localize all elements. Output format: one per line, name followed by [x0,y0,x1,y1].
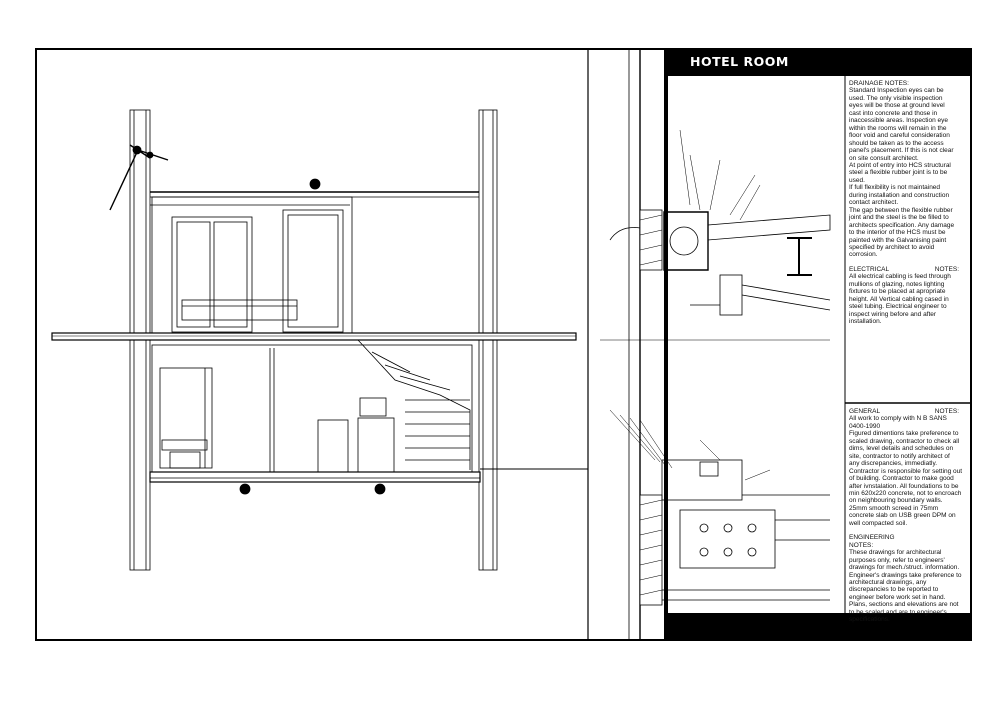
note-line: used. The only visible inspection [849,94,943,102]
note-line: At point of entry into HCS structural [849,161,951,169]
note-line: specifications. [849,616,890,624]
note-line: drawings for mech./struct. information. [849,564,960,572]
note-line: concrete slab on USB green DPM on [849,512,956,520]
lower-floor-slab [149,471,481,483]
note-line: dims, level details and schedules on [849,445,954,453]
leader-lines-upper [679,129,761,221]
note-line: corrosion. [849,251,878,259]
note-line: well compacted soil. [849,519,908,527]
note-line: should be taken as to the access [849,139,944,147]
electrical-heading-left: ELECTRICAL [849,265,890,273]
note-line: after ivnstalation. All foundations to b… [849,482,959,490]
electrical-heading-right: NOTES: [934,265,959,273]
microwave [359,397,387,417]
note-line: panel's placement. If this is not clear [849,147,954,155]
note-line: min 620x220 concrete, not to encroach [849,489,962,497]
note-line: steel a flexible rubber joint is to be [849,169,948,177]
note-line: installation. [849,318,882,326]
note-line: inaccessible areas. Inspection eye [849,117,949,125]
note-line: within the rooms will remain in the [849,124,947,132]
upper-door [282,209,344,333]
basin [161,439,208,451]
note-line: discrepancies to be reported to [849,586,939,594]
note-line: specified by architect to avoid [849,243,935,251]
note-line: All electrical cabling is feed through [849,273,951,281]
note-line: joint and the steel is the be filled to [849,214,949,222]
note-line: Standard Inspection eyes can be [849,87,944,95]
note-line: site, contractor to notify architect of [849,452,950,460]
note-line: mullions of glazing, notes lighting [849,280,945,288]
shower-cubicle [159,367,213,469]
note-line: painted with the Galvanising paint [849,236,947,244]
note-line: steel tubing. Electrical engineer to [849,303,947,311]
note-line: eyes will be those at ground level [849,102,945,110]
note-line: architectural drawings, any [849,578,927,586]
note-line: engineer before work set in hand. [849,593,946,601]
notes-left-strip [664,76,668,613]
note-line: floor void and careful consideration [849,132,950,140]
drainage-notes-heading: DRAINAGE NOTES: [849,80,909,87]
upper-window [171,216,253,333]
note-line: used. [849,176,865,184]
mid-floor-slab [51,332,577,341]
note-line: cast into concrete and those in [849,109,938,117]
general-heading-right: NOTES: [934,408,959,415]
notes-top: DRAINAGE NOTES: Standard Inspection eyes… [849,80,965,326]
construction-details [600,129,831,606]
note-line: purposes only, refer to engineers' [849,556,945,564]
note-line: These drawings for architectural [849,549,942,557]
note-line: 0400-1990 [849,422,881,430]
note-line: contact architect. [849,199,899,207]
note-line: If full flexibility is not maintained [849,184,941,192]
note-line: to the interior of the HCS must be [849,229,946,237]
general-notes-heading: GENERAL NOTES: [849,408,959,415]
title-bar: HOTEL ROOM [664,49,971,76]
note-line: Contractor is responsible for setting ou… [849,467,963,475]
bed [181,299,298,321]
note-line: Plans, sections and elevations are not [849,601,959,609]
note-line: on neighbouring boundary walls. [849,497,943,505]
note-line: Figured dimentions take preference to [849,430,959,438]
leader-lines-lower [609,409,771,481]
note-line: All work to comply with N B SANS [849,415,947,423]
note-line: scaled drawing, contractor to check all [849,437,960,445]
electrical-notes-heading: ELECTRICAL NOTES: [849,266,959,273]
upper-wall-hatch [639,209,663,271]
note-line: Engineer's drawings take preference to [849,571,962,579]
steel-i-section [787,237,812,276]
drawing-title: HOTEL ROOM [690,54,789,69]
fridge [357,417,395,473]
engineering-heading-line-1: ENGINEERING [849,534,895,542]
beam-section [663,211,709,271]
note-line: any discrepancies, immediatly. [849,460,938,468]
toilet [169,451,201,469]
note-line: 25mm smooth screed in 75mm [849,504,939,512]
cabinet [317,419,349,473]
note-line: inspect wiring before and after [849,310,937,318]
lower-wall-hatch [639,494,663,606]
note-line: on site consult architect. [849,154,919,162]
note-line: fixtures to be placed at apropriate [849,288,946,296]
footer-bar [664,613,971,640]
staircase [357,339,471,470]
floor-junction [661,459,743,501]
engineering-heading-line-2: NOTES: [849,541,874,549]
note-line: architects specification. Any damage [849,221,955,229]
note-line: of building. Contractor to make good [849,475,954,483]
foundation-block [679,509,776,569]
notes-bottom: GENERAL NOTES: All work to comply with N… [849,408,965,624]
general-heading-left: GENERAL [849,408,881,415]
note-line: height. All Vertical cabling cased in [849,295,949,303]
note-line: during installation and construction [849,191,950,199]
note-line: to be scaled and are to engineer's [849,608,947,616]
note-line: The gap between the flexible rubber [849,206,953,214]
sheet-border [35,48,972,641]
building-section [51,109,588,571]
